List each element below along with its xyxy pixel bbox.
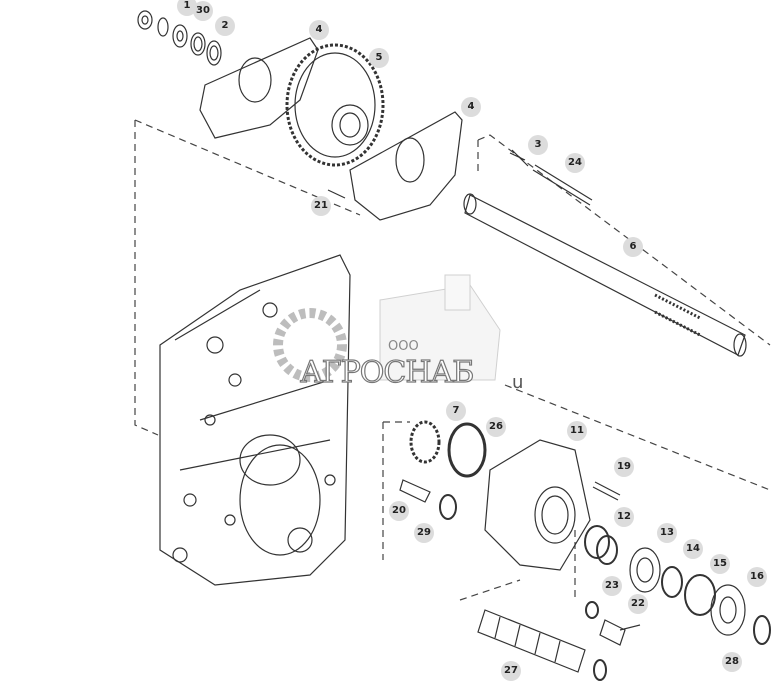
callout-27: 27 [501,661,521,681]
cover-plate [349,111,463,221]
callout-4: 4 [309,20,329,40]
cover-plate [199,37,319,139]
callout-5: 5 [369,48,389,68]
callout-23: 23 [602,576,622,596]
callout-4b: 4 [461,97,481,117]
callout-12: 12 [614,507,634,527]
watermark-name: АГРОСНАБ [299,354,474,390]
washers-and-seals [137,10,222,66]
small-gear [409,420,441,464]
callout-3: 3 [528,135,548,155]
callout-21: 21 [311,196,331,216]
callout-11: 11 [567,421,587,441]
callout-13: 13 [657,523,677,543]
watermark-prefix: ООО [388,339,419,354]
callout-24: 24 [565,153,585,173]
large-gear [285,43,385,167]
watermark-suffix: u [512,372,524,393]
callout-22: 22 [628,594,648,614]
callout-6: 6 [623,237,643,257]
callout-20: 20 [389,501,409,521]
callout-30: 30 [193,1,213,21]
gear-housing [159,254,351,586]
callout-15: 15 [710,554,730,574]
callout-28: 28 [722,652,742,672]
callout-2: 2 [215,16,235,36]
shaft [463,193,747,357]
strainer [477,609,586,673]
callout-7: 7 [446,401,466,421]
callout-19: 19 [614,457,634,477]
callout-14: 14 [683,539,703,559]
callout-26: 26 [486,417,506,437]
watermark-logo [273,274,501,382]
callout-16: 16 [747,567,767,587]
callout-1: 1 [177,0,197,16]
bearing-housing [484,439,591,571]
assembly-guide-lines [134,119,771,601]
callout-29: 29 [414,523,434,543]
